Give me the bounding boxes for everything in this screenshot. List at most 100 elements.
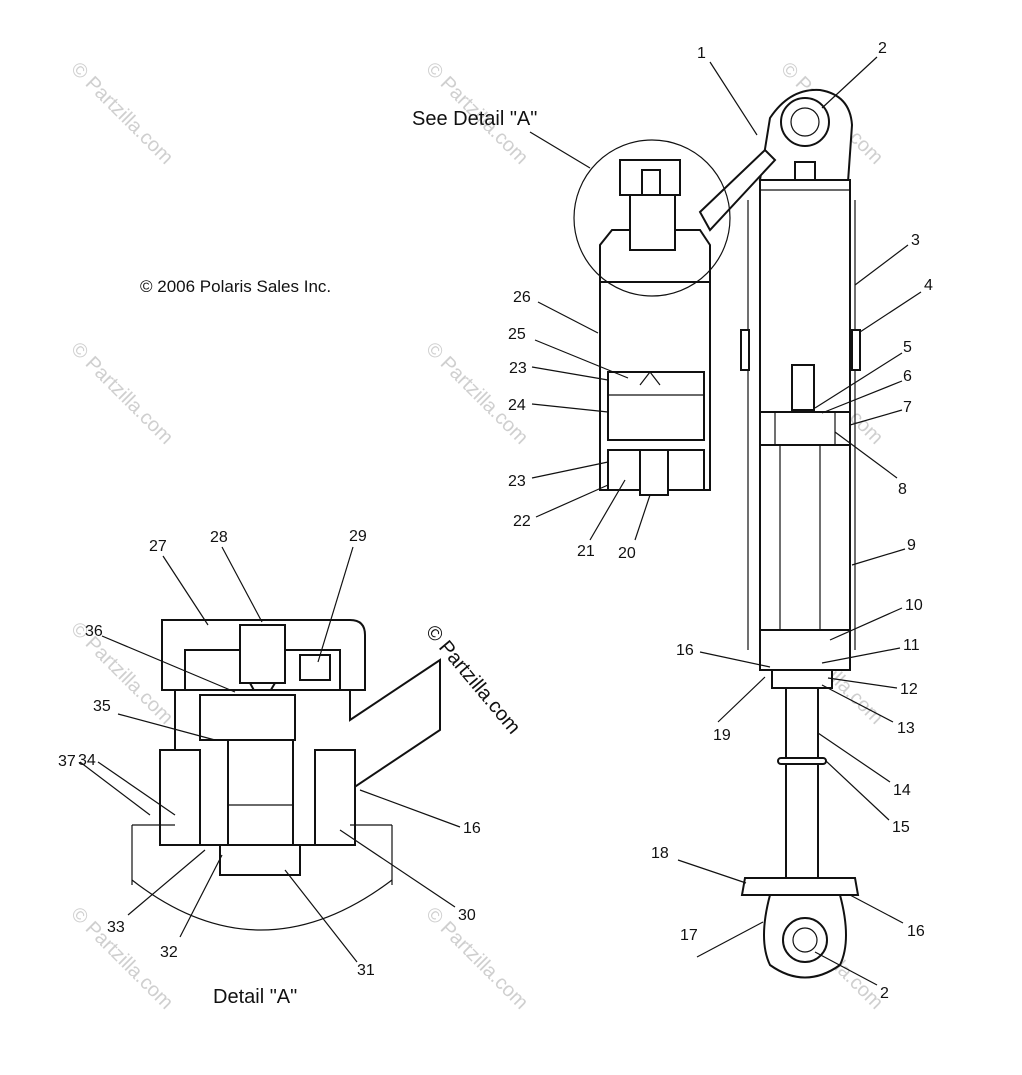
adjuster-knob bbox=[161, 619, 366, 691]
leader-line bbox=[529, 131, 591, 169]
leader-line bbox=[827, 677, 898, 689]
leader-line bbox=[339, 829, 456, 908]
see-detail-label: See Detail "A" bbox=[412, 108, 537, 130]
leader-line bbox=[849, 409, 903, 426]
spring-seat bbox=[740, 877, 860, 896]
watermark: © Partzilla.com bbox=[66, 58, 177, 169]
rod-top bbox=[791, 364, 815, 411]
bottom-out-ring bbox=[777, 757, 827, 765]
leader-line bbox=[179, 854, 223, 938]
callout-label: 34 bbox=[78, 752, 96, 769]
adjuster-screw bbox=[239, 624, 286, 684]
detail-circle bbox=[573, 139, 731, 297]
callout-label: 5 bbox=[903, 339, 912, 356]
shock-assembly bbox=[740, 88, 861, 979]
reservoir-assembly bbox=[573, 139, 777, 496]
watermark: © Partzilla.com bbox=[421, 903, 532, 1014]
watermark: © Partzilla.com bbox=[421, 338, 532, 449]
leader-line bbox=[677, 859, 747, 884]
detail-a-view bbox=[131, 619, 441, 931]
bottom-bushing-bore bbox=[792, 927, 818, 953]
callout-label: 11 bbox=[903, 637, 920, 654]
right-seal-block bbox=[314, 749, 356, 846]
leader-line bbox=[709, 61, 758, 136]
leader-line bbox=[162, 555, 209, 626]
callout-label: 35 bbox=[93, 698, 111, 715]
callout-label: 10 bbox=[905, 597, 923, 614]
leader-line bbox=[317, 546, 354, 663]
right-clip bbox=[851, 329, 861, 371]
leader-line bbox=[127, 849, 206, 916]
callout-label: 1 bbox=[697, 45, 706, 62]
leader-line bbox=[531, 403, 609, 413]
callout-label: 27 bbox=[149, 538, 167, 555]
bottom-plug bbox=[219, 844, 301, 876]
leader-line bbox=[531, 461, 609, 479]
callout-label: 33 bbox=[107, 919, 125, 936]
leader-line bbox=[101, 635, 236, 693]
valve-screw bbox=[641, 169, 661, 196]
callout-label: 7 bbox=[903, 399, 912, 416]
detail-a-title: Detail "A" bbox=[213, 986, 297, 1008]
left-seal-block bbox=[159, 749, 201, 846]
valve-body-section bbox=[174, 658, 441, 846]
leader-line bbox=[814, 951, 878, 986]
callout-label: 12 bbox=[900, 681, 918, 698]
detail-outline-arc bbox=[131, 879, 393, 931]
callout-label: 25 bbox=[508, 326, 526, 343]
callout-label: 20 bbox=[618, 545, 636, 562]
callout-label: 16 bbox=[676, 642, 694, 659]
piston-shaft bbox=[785, 687, 819, 889]
leader-line bbox=[821, 56, 878, 109]
copyright-text: © 2006 Polaris Sales Inc. bbox=[140, 277, 331, 296]
piston-nose bbox=[639, 371, 661, 386]
leader-line bbox=[696, 921, 764, 958]
leader-line bbox=[284, 869, 358, 963]
detent-ball bbox=[299, 654, 331, 681]
leader-line bbox=[854, 244, 909, 286]
watermark: © Partzilla.com bbox=[66, 338, 177, 449]
top-bushing-bore bbox=[790, 107, 820, 137]
watermark: © Partzilla.com bbox=[66, 618, 177, 729]
leader-line bbox=[821, 647, 901, 664]
valve-body bbox=[629, 194, 676, 251]
callout-label: 6 bbox=[903, 368, 912, 385]
callout-label: 31 bbox=[357, 962, 375, 979]
valve-spool bbox=[227, 739, 294, 856]
leader-line bbox=[825, 760, 890, 821]
leader-line bbox=[817, 732, 891, 783]
leader-line bbox=[537, 301, 599, 334]
leader-line bbox=[535, 484, 609, 518]
leader-line bbox=[821, 684, 894, 723]
callout-label: 32 bbox=[160, 944, 178, 961]
leader-line bbox=[829, 607, 903, 641]
callout-label: 23 bbox=[508, 473, 526, 490]
leader-line bbox=[221, 546, 263, 623]
callout-label: 16 bbox=[463, 820, 481, 837]
callout-label: 36 bbox=[85, 623, 103, 640]
callout-label: 37 bbox=[58, 753, 76, 770]
bottom-bushing bbox=[782, 917, 828, 963]
callout-label: 24 bbox=[508, 397, 526, 414]
leader-line bbox=[634, 494, 651, 541]
leader-line bbox=[834, 431, 898, 479]
leader-line bbox=[79, 761, 151, 816]
callout-label: 15 bbox=[892, 819, 910, 836]
callout-label: 2 bbox=[878, 40, 887, 57]
leader-lines bbox=[79, 56, 922, 986]
callout-label: 2 bbox=[880, 985, 889, 1002]
left-clip bbox=[740, 329, 750, 371]
leader-line bbox=[531, 366, 609, 381]
leader-line bbox=[359, 789, 461, 828]
leader-line bbox=[117, 713, 216, 741]
leader-line bbox=[821, 380, 903, 414]
callout-label: 26 bbox=[513, 289, 531, 306]
top-bushing bbox=[780, 97, 830, 147]
callout-labels: 1 2 3 4 5 6 7 8 9 10 11 12 13 14 15 16 1… bbox=[58, 40, 933, 1002]
hose bbox=[698, 148, 777, 232]
callout-label: 9 bbox=[907, 537, 916, 554]
valve-stem bbox=[639, 449, 669, 496]
bleed-chamber bbox=[199, 694, 296, 741]
